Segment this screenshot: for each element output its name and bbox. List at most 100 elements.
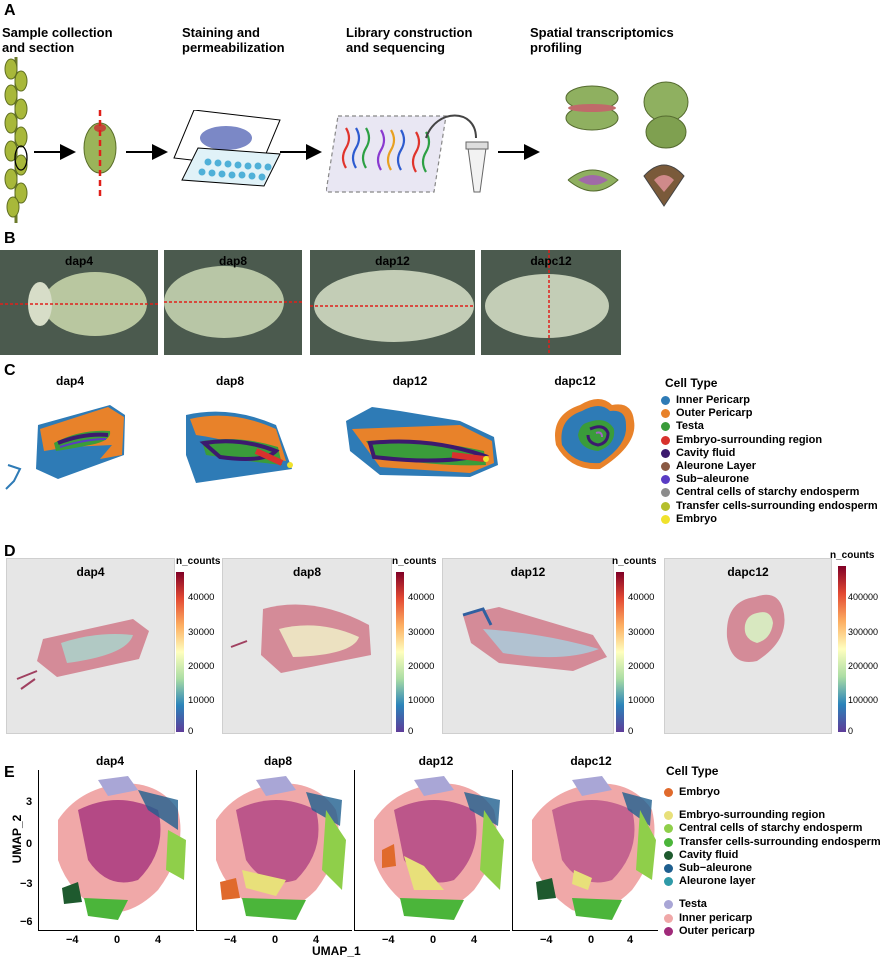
- legend-label: Embryo-surrounding region: [679, 809, 826, 822]
- colorbar-tick: 20000: [628, 661, 655, 672]
- x-tick: −4: [540, 934, 553, 946]
- colorbar-tick: 30000: [628, 627, 655, 638]
- panel-e-legend: Embryo Embryo-surrounding region Central…: [664, 786, 881, 938]
- legend-swatch: [664, 926, 673, 936]
- spatial-cell-type-maps: [5, 399, 635, 490]
- legend-swatch: [661, 514, 670, 524]
- x-tick: 4: [155, 934, 162, 946]
- colorbar-tick: 10000: [408, 695, 435, 706]
- panel-c-letter: C: [4, 362, 16, 379]
- panel-a-letter: A: [4, 2, 16, 19]
- x-tick: −4: [382, 934, 395, 946]
- heatmap-label-dapc12: dapc12: [727, 565, 769, 579]
- panel-e-letter: E: [4, 764, 15, 781]
- heatmap-label-dap8: dap8: [292, 565, 321, 579]
- section-label-dap8: dap8: [215, 374, 244, 388]
- spatial-map-dap4: [5, 405, 125, 490]
- photo-dap8: dap8: [164, 250, 302, 355]
- workflow-arrows: [34, 144, 540, 160]
- colorbar-tick: 20000: [408, 661, 435, 672]
- photo-label-dap8: dap8: [218, 254, 247, 268]
- grain-section-illustration: [83, 110, 117, 198]
- colorbar-tick: 0: [188, 726, 194, 737]
- colorbar-tick: 40000: [188, 592, 215, 603]
- spatial-map-dap12: [346, 407, 498, 477]
- photo-dap4: dap4: [0, 250, 158, 355]
- legend-label: Cavity fluid: [679, 848, 739, 861]
- umap-cluster-shapes-dap4: [58, 776, 186, 920]
- legend-swatch: [664, 913, 673, 923]
- section-label-dapc12: dapc12: [554, 374, 596, 388]
- colorbar-title-dap12: n_counts: [612, 556, 657, 567]
- legend-label: Aleurone Layer: [676, 459, 757, 472]
- legend-item-testa: Testa: [661, 420, 878, 433]
- legend-label: Embryo: [676, 512, 717, 525]
- colorbar-tick: 0: [848, 726, 854, 736]
- x-tick: 4: [471, 934, 478, 946]
- umap-plot-dap8: [196, 770, 352, 931]
- legend-swatch: [661, 448, 670, 458]
- photo-label-dap12: dap12: [375, 254, 410, 268]
- umap-x-axis-title: UMAP_1: [312, 944, 361, 958]
- colorbar-tick: 300000: [848, 627, 879, 637]
- colorbar-tick: 30000: [408, 627, 435, 638]
- legend-item-aleurone-layer: Aleurone layer: [664, 875, 881, 888]
- heatmap-label-dap12: dap12: [510, 565, 546, 579]
- legend-item-central-cells: Central cells of starchy endosperm: [664, 822, 881, 835]
- legend-swatch: [664, 850, 673, 860]
- legend-item-sub-aleurone: Sub−aleurone: [661, 473, 878, 486]
- heatmap-panel-dapc12: dapc12: [664, 558, 832, 734]
- colorbar-tick: 0: [628, 726, 634, 737]
- legend-label: Transfer cells-surrounding endosperm: [676, 499, 878, 512]
- section-label-dap12: dap12: [392, 374, 428, 388]
- legend-label: Testa: [676, 420, 704, 433]
- legend-label: Testa: [679, 898, 707, 911]
- section-label-dap4: dap4: [55, 374, 84, 388]
- legend-label: Sub−aleurone: [679, 861, 753, 874]
- umap-label-dap12: dap12: [418, 754, 454, 768]
- spatial-3d-profiles-illustration: [565, 81, 689, 207]
- legend-label: Cavity fluid: [676, 446, 736, 459]
- umap-label-dap4: dap4: [95, 754, 124, 768]
- legend-swatch: [661, 462, 670, 472]
- legend-item-testa: Testa: [664, 898, 881, 911]
- legend-swatch: [661, 396, 670, 406]
- legend-item-inner-pericarp: Inner Pericarp: [661, 394, 878, 407]
- spatial-map-dapc12: [555, 399, 635, 470]
- panel-c-legend-title: Cell Type: [665, 376, 718, 390]
- step-library-title: Library construction and sequencing: [346, 25, 473, 55]
- legend-item-embryo: Embryo: [664, 786, 881, 799]
- panel-d-letter: D: [4, 543, 16, 560]
- legend-item-aleurone-layer: Aleurone Layer: [661, 460, 878, 473]
- spatial-map-dap8: [186, 411, 293, 483]
- colorbar-tick: 100000: [848, 695, 879, 705]
- umap-cluster-shapes-dapc12: [532, 776, 656, 920]
- x-tick: 4: [313, 934, 320, 946]
- legend-label: Outer Pericarp: [676, 407, 753, 420]
- colorbar-tick: 10000: [628, 695, 655, 706]
- legend-item-inner-pericarp: Inner pericarp: [664, 912, 881, 925]
- colorbar-dap4: [176, 572, 184, 732]
- legend-item-transfer-cells: Transfer cells-surrounding endosperm: [664, 836, 881, 849]
- legend-item-cavity-fluid: Cavity fluid: [664, 849, 881, 862]
- colorbar-tick: 10000: [188, 695, 215, 706]
- colorbar-tick: 200000: [848, 661, 879, 671]
- panel-e-legend-title: Cell Type: [666, 764, 719, 778]
- colorbar-dap12: [616, 572, 624, 732]
- step-sample-collection-title: Sample collection and section: [2, 25, 113, 55]
- heatmap-label-dap4: dap4: [76, 565, 105, 579]
- legend-label: Sub−aleurone: [676, 473, 750, 486]
- staining-slide-illustration: [173, 110, 281, 187]
- legend-label: Aleurone layer: [679, 875, 756, 888]
- legend-item-embryo-surrounding-region: Embryo-surrounding region: [661, 434, 878, 447]
- x-tick: 4: [627, 934, 634, 946]
- legend-swatch: [664, 837, 673, 847]
- legend-swatch: [661, 409, 670, 419]
- umap-y-axis-title: UMAP_2: [10, 814, 24, 864]
- photo-dap12: dap12: [310, 250, 475, 355]
- legend-swatch: [664, 788, 673, 798]
- y-tick: −6: [20, 916, 33, 928]
- heatmap-panel-dap12: dap12: [442, 558, 614, 734]
- y-tick: −3: [20, 878, 33, 890]
- legend-label: Outer pericarp: [679, 924, 755, 937]
